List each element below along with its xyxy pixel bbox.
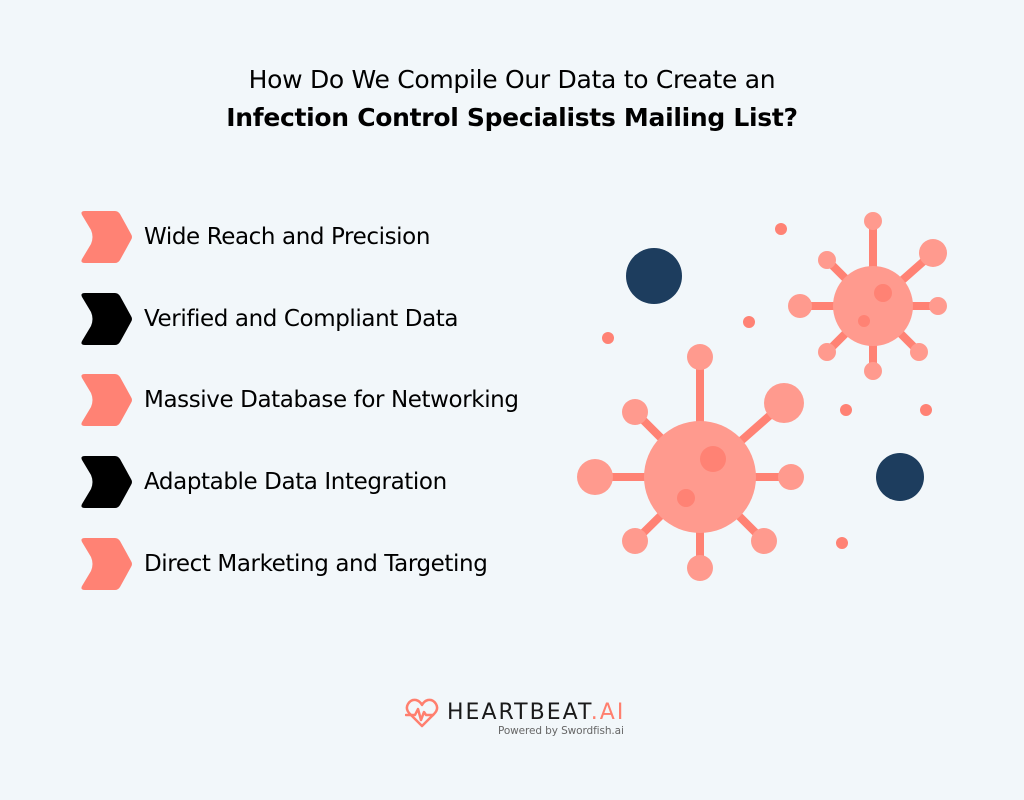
brand-wordmark: HEARTBEAT.AI — [447, 701, 625, 725]
list-item: Wide Reach and Precision — [79, 211, 599, 263]
list-item-label: Direct Marketing and Targeting — [144, 551, 488, 577]
title-line-2: Infection Control Specialists Mailing Li… — [226, 103, 798, 132]
chevron-arrow-icon — [81, 211, 132, 263]
chevron-arrow-icon — [81, 538, 132, 590]
brand-tagline: Powered by Swordfish.ai — [498, 725, 624, 737]
title-line-1: How Do We Compile Our Data to Create an — [248, 65, 776, 94]
list-item-label: Wide Reach and Precision — [144, 224, 431, 250]
list-item: Direct Marketing and Targeting — [79, 538, 599, 590]
brand-logo: HEARTBEAT.AI Powered by Swordfish.ai — [405, 698, 625, 737]
small-dots — [602, 223, 932, 549]
page-title: How Do We Compile Our Data to Create an … — [0, 62, 1024, 138]
list-item: Verified and Compliant Data — [79, 293, 599, 345]
dark-dot — [876, 453, 924, 501]
list-item-label: Massive Database for Networking — [144, 387, 519, 413]
list-item-label: Adaptable Data Integration — [144, 469, 447, 495]
virus-icon-small — [788, 212, 947, 380]
brand-suffix: .AI — [590, 700, 626, 725]
list-item-label: Verified and Compliant Data — [144, 306, 459, 332]
virus-icon-large — [577, 344, 804, 581]
dark-dot — [626, 248, 682, 304]
chevron-arrow-icon — [81, 293, 132, 345]
heart-pulse-icon — [405, 698, 439, 728]
brand-name: HEARTBEAT — [447, 700, 591, 725]
list-item: Massive Database for Networking — [79, 374, 599, 426]
chevron-arrow-icon — [81, 456, 132, 508]
list-item: Adaptable Data Integration — [79, 456, 599, 508]
chevron-arrow-icon — [81, 374, 132, 426]
